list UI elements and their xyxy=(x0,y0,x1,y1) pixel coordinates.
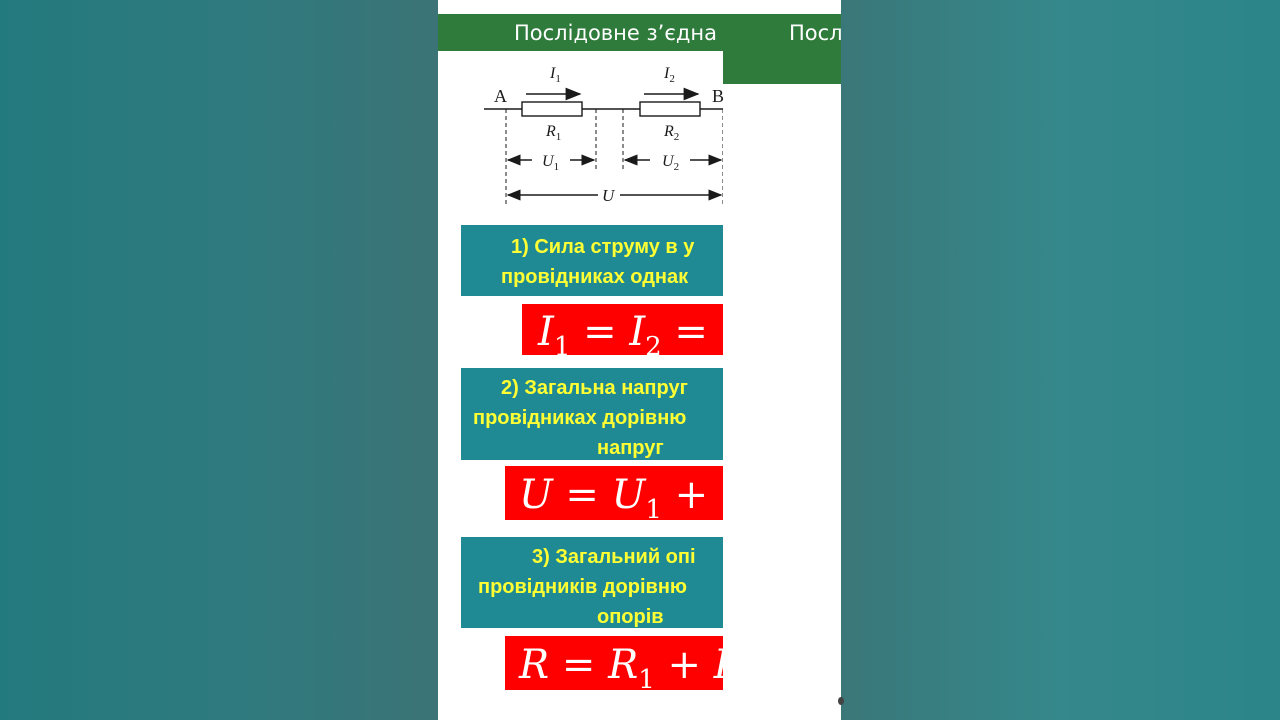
formula-2-symbol: U xyxy=(519,472,553,518)
rule-1-line-2: провідниках однак xyxy=(501,266,689,288)
formula-1-subscript: 2 xyxy=(645,332,662,362)
voltage-u2-label: U2 xyxy=(662,153,679,173)
slide-title: Послідовне з’єдна xyxy=(514,21,717,45)
resistor-r1 xyxy=(521,101,583,117)
formula-box-1: I1 = I2 = xyxy=(522,304,723,362)
formula-3-tail: + R xyxy=(667,642,723,688)
slide-title-overlay: Посл xyxy=(789,21,841,45)
node-b-label: B xyxy=(712,86,723,106)
formula-1-tail: = xyxy=(661,309,708,355)
formula-3-operator: = xyxy=(549,642,609,688)
rule-2-line-3: напруг xyxy=(597,437,664,459)
formula-3-symbol: R xyxy=(519,642,550,688)
rule-3-line-3: опорів xyxy=(597,606,664,628)
current-i2-label: I2 xyxy=(663,65,675,85)
node-a-label: A xyxy=(494,86,507,106)
voltage-u1-label: U1 xyxy=(542,153,559,173)
rule-box-2: 2) Загальна напруг провідниках дорівню н… xyxy=(461,368,723,460)
current-i1-label: I1 xyxy=(549,65,561,85)
rule-2-line-1: 2) Загальна напруг xyxy=(501,377,688,399)
formula-1-symbol: I xyxy=(538,309,554,355)
background-left xyxy=(0,0,438,720)
rule-2-line-2: провідниках дорівню xyxy=(473,407,687,429)
voltage-u-label: U xyxy=(602,186,616,205)
rule-box-3: 3) Загальний опі провідників дорівню опо… xyxy=(461,537,723,628)
scroll-indicator-dot xyxy=(838,697,844,705)
rule-3-line-1: 3) Загальний опі xyxy=(532,546,696,568)
resistor-r2-label: R2 xyxy=(663,123,679,143)
slide-page: Послідовне з’єдна Посл A B I1 I2 R1 xyxy=(438,0,841,720)
series-circuit-diagram: A B I1 I2 R1 R2 U1 U2 U xyxy=(484,65,723,206)
background-right xyxy=(841,0,1280,720)
formula-1-subscript: 1 xyxy=(553,332,571,362)
slide-content: A B I1 I2 R1 R2 U1 U2 U 1) Сил xyxy=(438,0,723,720)
formula-box-2: U = U1 + U xyxy=(505,466,723,525)
slide-title-bar: Послідовне з’єдна xyxy=(438,14,723,51)
rule-box-1: 1) Сила струму в у провідниках однак xyxy=(461,225,723,296)
resistor-r2 xyxy=(639,101,701,117)
resistor-r1-label: R1 xyxy=(545,123,561,143)
formula-2-subscript: 1 xyxy=(645,495,662,525)
formula-1-symbol: I xyxy=(629,309,646,355)
formula-1-operator: = xyxy=(570,309,630,355)
formula-2-tail: + U xyxy=(674,472,723,518)
formula-box-3: R = R1 + R xyxy=(505,636,723,695)
formula-2-operator: = xyxy=(552,472,612,518)
formula-2-symbol: U xyxy=(611,472,646,518)
formula-3-subscript: 1 xyxy=(638,665,655,695)
rule-3-line-2: провідників дорівню xyxy=(478,576,687,598)
slide-title-bar-overlay: Посл xyxy=(723,14,841,84)
rule-1-line-1: 1) Сила струму в у xyxy=(511,236,695,258)
formula-3-symbol: R xyxy=(608,642,639,688)
